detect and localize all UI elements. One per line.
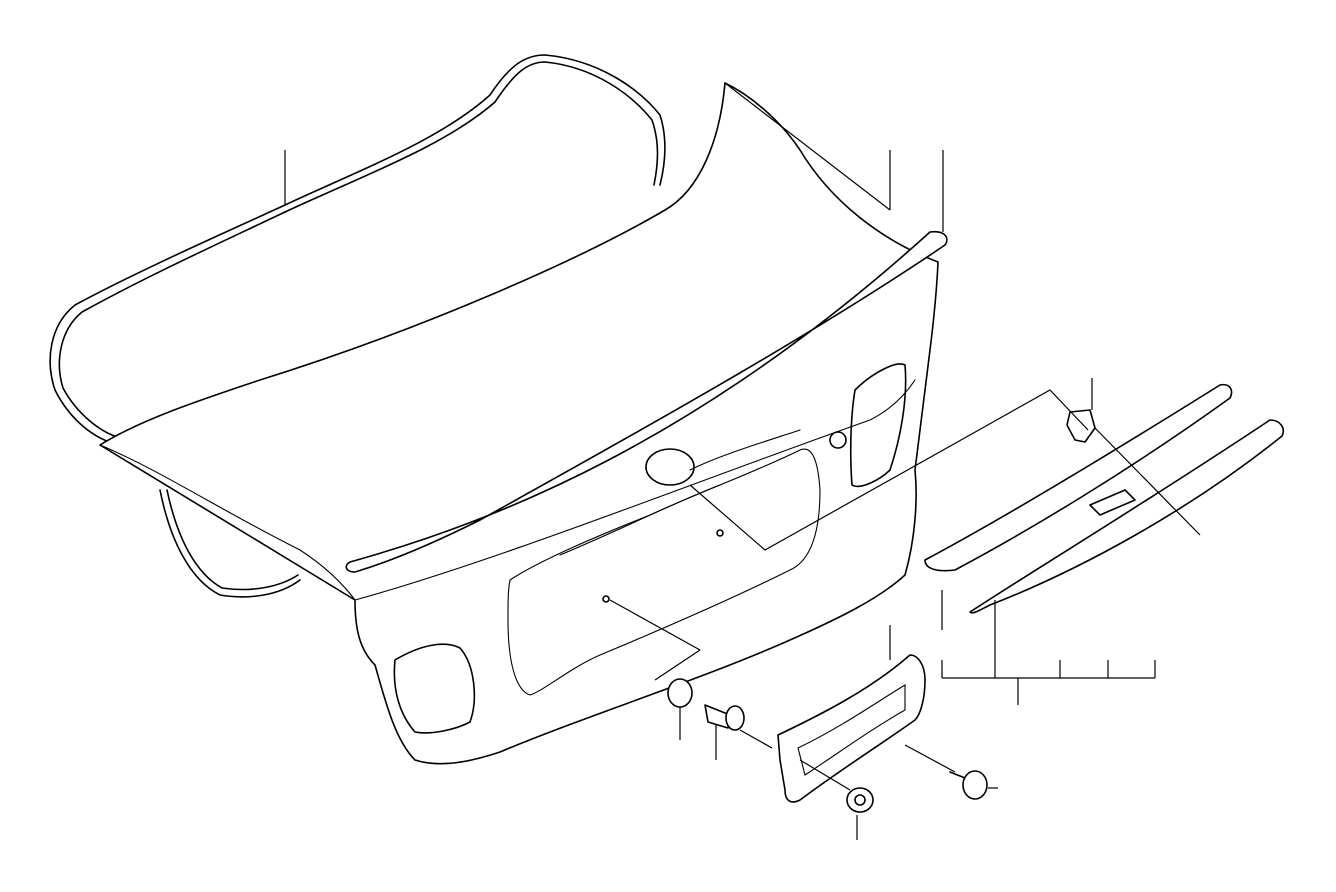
trunk-lid-seal[interactable] (49, 54, 666, 598)
handle-trim-strip-upper[interactable] (924, 383, 1233, 572)
handle-trim-strip-lower[interactable] (969, 419, 1285, 614)
rear-spoiler[interactable] (345, 230, 948, 573)
leader-lines (284, 82, 1201, 840)
trunk-lid[interactable] (99, 82, 939, 765)
screw[interactable] (949, 770, 988, 800)
expanding-nut[interactable] (1066, 409, 1096, 443)
license-plate-bracket[interactable] (777, 654, 926, 803)
expanding-rivet[interactable] (704, 704, 745, 731)
washer[interactable] (846, 787, 874, 813)
spacer-washer[interactable] (667, 678, 693, 708)
